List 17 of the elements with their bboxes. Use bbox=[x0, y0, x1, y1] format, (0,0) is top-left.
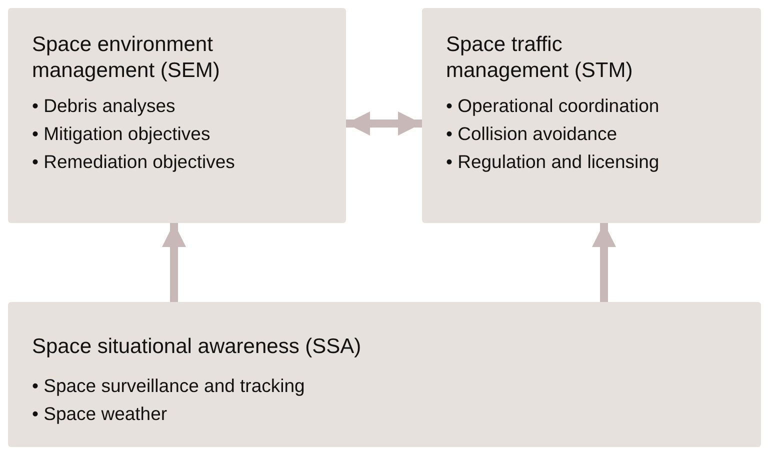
box-heading: Space situational awareness (SSA) bbox=[32, 334, 362, 360]
bullet-item: • Space surveillance and tracking bbox=[32, 374, 306, 398]
bullet-item: • Regulation and licensing bbox=[446, 150, 660, 174]
bullet-item: • Space weather bbox=[32, 402, 168, 426]
process-box bbox=[422, 8, 761, 223]
bullet-item: • Mitigation objectives bbox=[32, 122, 212, 146]
box-heading: Space traffic management (STM) bbox=[446, 32, 634, 84]
arrow bbox=[162, 223, 186, 302]
box-heading: Space environment management (SEM) bbox=[32, 32, 221, 84]
process-box bbox=[8, 302, 761, 447]
bullet-item: • Remediation objectives bbox=[32, 150, 236, 174]
bullet-item: • Operational coordination bbox=[446, 94, 660, 118]
bullet-item: • Collision avoidance bbox=[446, 122, 618, 146]
process-box bbox=[8, 8, 346, 223]
arrow bbox=[346, 112, 422, 136]
bullet-item: • Debris analyses bbox=[32, 94, 176, 118]
arrow bbox=[592, 223, 616, 302]
